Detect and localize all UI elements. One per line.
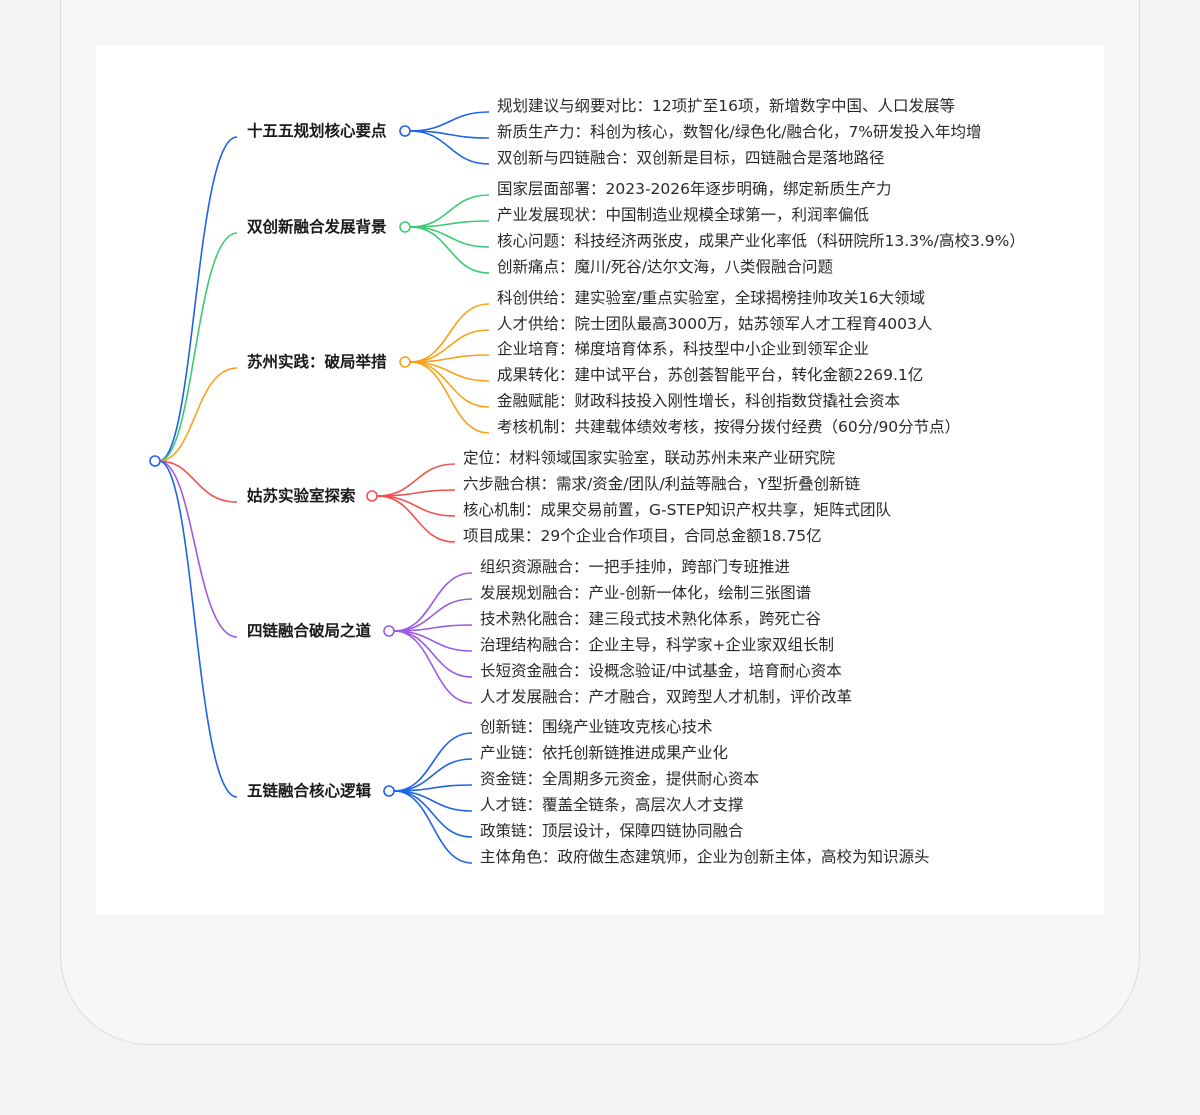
child-branch-line <box>393 790 473 838</box>
leaf-node[interactable]: 双创新与四链融合：双创新是目标，四链融合是落地路径 <box>497 149 885 167</box>
child-branch-line <box>409 361 490 408</box>
branch-node[interactable]: 十五五规划核心要点 <box>247 122 387 140</box>
child-branch-line <box>376 463 456 497</box>
branch-node[interactable]: 四链融合破局之道 <box>247 622 372 640</box>
collapse-toggle-icon[interactable] <box>366 490 378 502</box>
leaf-node[interactable]: 核心机制：成果交易前置，G-STEP知识产权共享，矩阵式团队 <box>463 501 892 519</box>
child-branch-line <box>393 598 473 632</box>
root-branch-line <box>158 136 238 462</box>
child-branch-line <box>393 784 473 792</box>
child-branch-line <box>393 630 473 704</box>
branch-node[interactable]: 五链融合核心逻辑 <box>247 782 372 800</box>
leaf-node[interactable]: 发展规划融合：产业-创新一体化，绘制三张图谱 <box>480 584 812 602</box>
root-branch-line <box>158 367 238 462</box>
collapse-toggle-icon[interactable] <box>383 785 395 797</box>
child-branch-line <box>409 130 490 165</box>
leaf-node[interactable]: 主体角色：政府做生态建筑师，企业为创新主体，高校为知识源头 <box>480 848 930 866</box>
leaf-node[interactable]: 金融赋能：财政科技投入刚性增长，科创指数贷撬社会资本 <box>497 392 901 410</box>
child-branch-line <box>393 790 473 864</box>
leaf-node[interactable]: 创新痛点：魔川/死谷/达尔文海，八类假融合问题 <box>497 258 833 276</box>
leaf-node[interactable]: 产业链：依托创新链推进成果产业化 <box>480 744 729 762</box>
child-branch-line <box>376 495 456 543</box>
leaf-node[interactable]: 政策链：顶层设计，保障四链协同融合 <box>480 822 744 840</box>
leaf-node[interactable]: 长短资金融合：设概念验证/中试基金，培育耐心资本 <box>480 662 842 680</box>
leaf-node[interactable]: 考核机制：共建载体绩效考核，按得分拨付经费（60分/90分节点） <box>497 418 961 436</box>
leaf-node[interactable]: 创新链：围绕产业链攻克核心技术 <box>480 718 713 736</box>
branch-node[interactable]: 姑苏实验室探索 <box>247 487 356 505</box>
leaf-node[interactable]: 规划建议与纲要对比：12项扩至16项，新增数字中国、人口发展等 <box>497 97 955 115</box>
mindmap-canvas <box>96 45 1104 915</box>
child-branch-line <box>409 361 490 434</box>
leaf-node[interactable]: 技术熟化融合：建三段式技术熟化体系，跨死亡谷 <box>480 610 822 628</box>
leaf-node[interactable]: 人才供给：院士团队最高3000万，姑苏领军人才工程育4003人 <box>497 315 933 333</box>
leaf-node[interactable]: 项目成果：29个企业合作项目，合同总金额18.75亿 <box>463 527 822 545</box>
leaf-node[interactable]: 人才链：覆盖全链条，高层次人才支撑 <box>480 796 744 814</box>
root-branch-line <box>158 460 238 798</box>
child-branch-line <box>393 758 473 792</box>
leaf-node[interactable]: 治理结构融合：企业主导，科学家+企业家双组长制 <box>480 636 834 654</box>
leaf-node[interactable]: 产业发展现状：中国制造业规模全球第一，利润率偏低 <box>497 206 870 224</box>
child-branch-line <box>393 572 473 632</box>
child-branch-line <box>409 303 490 363</box>
child-branch-line <box>409 226 490 274</box>
leaf-node[interactable]: 组织资源融合：一把手挂帅，跨部门专班推进 <box>480 558 791 576</box>
leaf-node[interactable]: 核心问题：科技经济两张皮，成果产业化率低（科研院所13.3%/高校3.9%） <box>497 232 1025 250</box>
leaf-node[interactable]: 定位：材料领域国家实验室，联动苏州未来产业研究院 <box>463 449 836 467</box>
collapse-toggle-icon[interactable] <box>399 125 411 137</box>
root-toggle-icon[interactable] <box>149 455 161 467</box>
child-branch-line <box>376 489 456 497</box>
root-branch-line <box>158 460 238 638</box>
child-branch-line <box>393 732 473 792</box>
child-branch-line <box>409 354 490 363</box>
collapse-toggle-icon[interactable] <box>399 221 411 233</box>
branch-node[interactable]: 双创新融合发展背景 <box>247 218 387 236</box>
child-branch-line <box>393 630 473 678</box>
child-branch-line <box>393 624 473 632</box>
leaf-node[interactable]: 资金链：全周期多元资金，提供耐心资本 <box>480 770 760 788</box>
leaf-node[interactable]: 国家层面部署：2023-2026年逐步明确，绑定新质生产力 <box>497 180 892 198</box>
leaf-node[interactable]: 企业培育：梯度培育体系，科技型中小企业到领军企业 <box>497 340 870 358</box>
collapse-toggle-icon[interactable] <box>399 356 411 368</box>
child-branch-line <box>409 329 490 363</box>
leaf-node[interactable]: 新质生产力：科创为核心，数智化/绿色化/融合化，7%研发投入年均增 <box>497 123 982 141</box>
child-branch-line <box>376 495 456 517</box>
collapse-toggle-icon[interactable] <box>383 625 395 637</box>
leaf-node[interactable]: 科创供给：建实验室/重点实验室，全球揭榜挂帅攻关16大领域 <box>497 289 925 307</box>
root-branch-line <box>158 460 238 503</box>
child-branch-line <box>409 220 490 228</box>
child-branch-line <box>409 226 490 248</box>
child-branch-line <box>409 194 490 228</box>
leaf-node[interactable]: 成果转化：建中试平台，苏创荟智能平台，转化金额2269.1亿 <box>497 366 924 384</box>
child-branch-line <box>409 111 490 132</box>
leaf-node[interactable]: 人才发展融合：产才融合，双跨型人才机制，评价改革 <box>480 688 853 706</box>
leaf-node[interactable]: 六步融合棋：需求/资金/团队/利益等融合，Y型折叠创新链 <box>463 475 861 493</box>
root-branch-line <box>158 232 238 462</box>
branch-node[interactable]: 苏州实践：破局举措 <box>247 353 387 371</box>
